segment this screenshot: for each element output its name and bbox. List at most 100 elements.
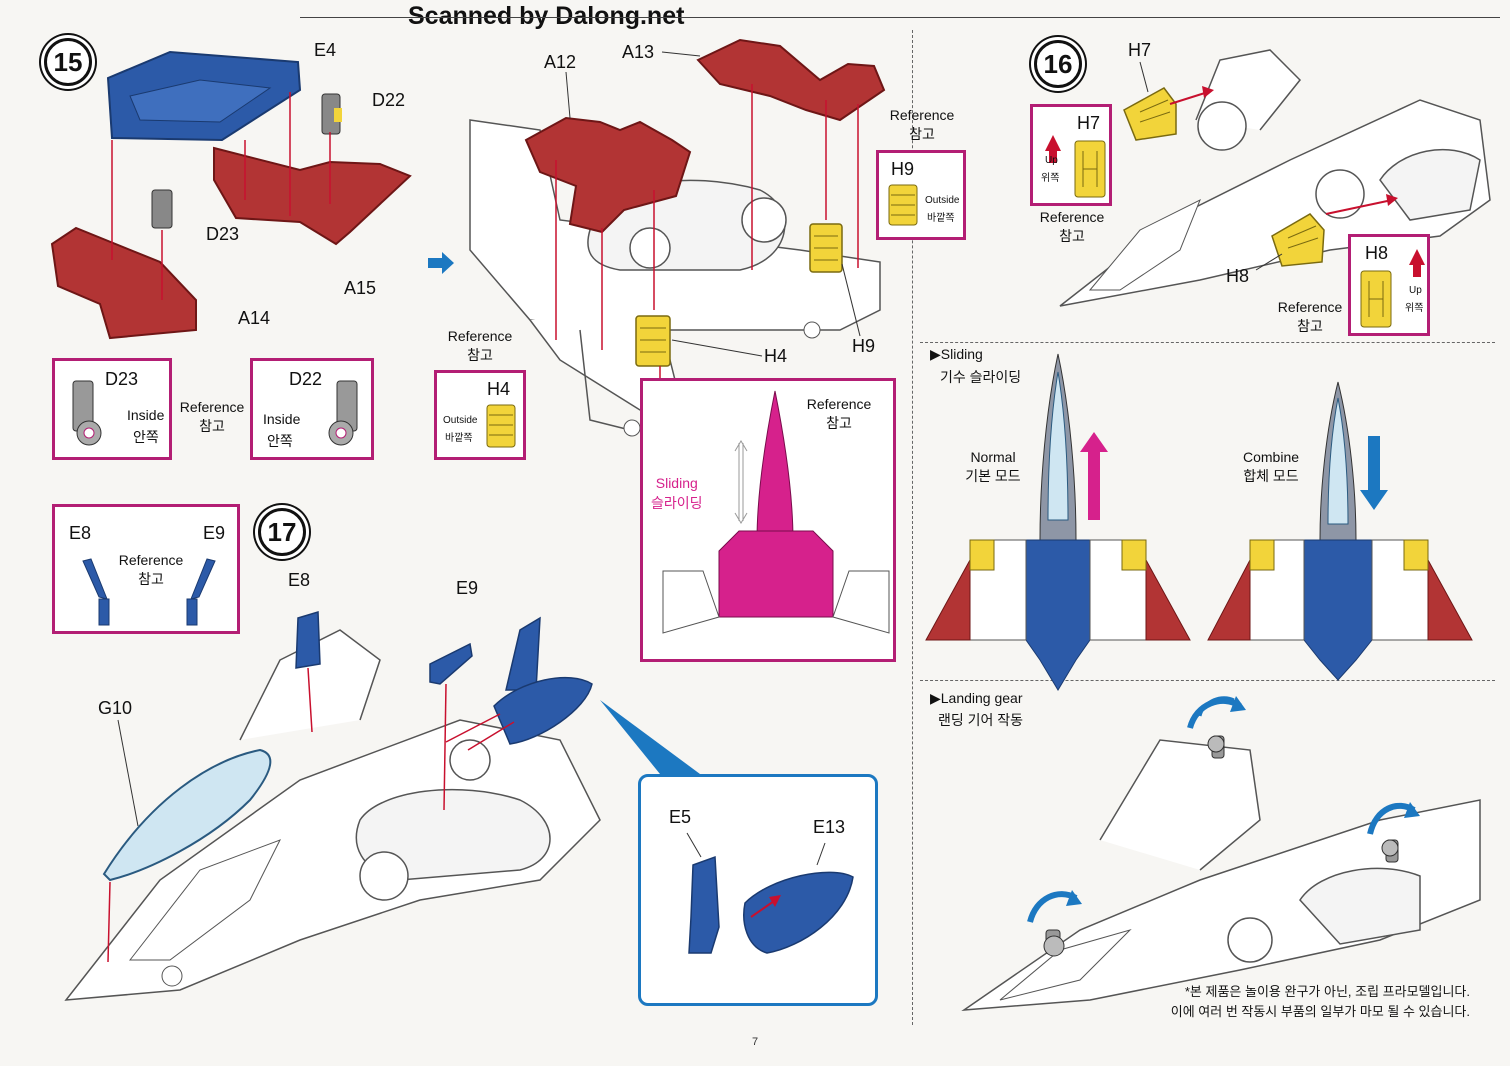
part-e8-shape <box>295 611 321 669</box>
note-line-2: 이에 여러 번 작동시 부품의 일부가 마모 될 수 있습니다. <box>1170 1004 1470 1019</box>
arrow-down-icon <box>1360 436 1388 510</box>
ref-h4-outside-en: Outside <box>443 415 478 426</box>
ref-h8-drawing <box>1360 249 1425 328</box>
ref-h7-up-ko: 위쪽 <box>1041 173 1060 184</box>
normal-ko: 기본 모드 <box>965 468 1021 484</box>
label-d23: D23 <box>206 224 240 244</box>
sliding-label: Sliding 슬라이딩 <box>651 473 703 513</box>
label-a15: A15 <box>344 278 377 298</box>
combine-ko: 합체 모드 <box>1243 468 1299 484</box>
ref-top-label: Reference 참고 <box>884 106 960 144</box>
part-g10-shape <box>102 748 272 882</box>
ref-sliding-ko: 참고 <box>826 415 852 431</box>
ref-e8-part: E8 <box>69 523 92 543</box>
sliding-en: Sliding <box>655 475 698 491</box>
part-a13-shape <box>696 38 886 122</box>
reference-box-sliding: Reference 참고 Sliding 슬라이딩 <box>640 378 896 662</box>
part-e9-shape <box>429 642 473 685</box>
label-h9: H9 <box>852 336 876 356</box>
ref-d23-inside-en: Inside <box>127 407 165 423</box>
ref-h4-outside-ko: 바깥쪽 <box>445 433 473 444</box>
part-a12-shape <box>524 116 692 234</box>
part-h7-shape <box>1123 87 1177 141</box>
reference-box-d23: D23 Inside 안쪽 <box>52 358 172 460</box>
ref-h7-part: H7 <box>1077 113 1101 133</box>
section-divider-16 <box>920 342 1495 343</box>
landing-title-ko: 랜딩 기어 작동 <box>938 712 1024 728</box>
ref-h8-label: Reference 참고 <box>1274 298 1346 336</box>
label-d22: D22 <box>372 90 406 110</box>
label-e4: E4 <box>314 40 337 60</box>
ref-h9-outside-en: Outside <box>925 195 960 206</box>
assembly-note: *본 제품은 놀이용 완구가 아닌, 조립 프라모델입니다. 이에 여러 번 작… <box>1120 982 1470 1022</box>
step-number-15: 15 <box>44 38 92 86</box>
label-e5: E5 <box>669 807 692 827</box>
page-number: 7 <box>752 1036 759 1048</box>
ref-d23-drawing <box>72 380 102 446</box>
sliding-mode-illustration <box>925 353 1473 691</box>
rotate-arrow-icon <box>1187 698 1242 729</box>
label-h8: H8 <box>1226 266 1250 286</box>
ref-d22-inside-ko: 안쪽 <box>267 433 293 449</box>
landing-gear-illustration <box>961 696 1481 1011</box>
ref-h8-part: H8 <box>1365 243 1389 263</box>
section-divider-landing <box>920 680 1495 681</box>
ref-h7-label: Reference 참고 <box>1036 208 1108 246</box>
sliding-nose-drawing <box>662 390 890 634</box>
step-number-16: 16 <box>1034 40 1082 88</box>
ref-d22-part: D22 <box>289 369 323 389</box>
top-rule <box>300 17 1500 18</box>
label-e13: E13 <box>813 817 846 837</box>
sliding-ko: 슬라이딩 <box>651 495 703 511</box>
part-h8-shape <box>1271 213 1325 267</box>
ref-e8-e9-label: Reference 참고 <box>113 551 189 589</box>
ref-sliding-label: Reference 참고 <box>803 395 875 433</box>
ref-h4-drawing <box>486 404 516 448</box>
up-arrow-icon <box>1045 135 1061 163</box>
ref-h8-up-en: Up <box>1409 285 1422 296</box>
ref-h7-en: Reference <box>1039 209 1105 225</box>
ref-e8-e9-en: Reference <box>118 552 184 568</box>
ref-h7-drawing <box>1045 135 1106 198</box>
combine-en: Combine <box>1242 449 1300 465</box>
combine-mode-label: Combine 합체 모드 <box>1236 448 1306 486</box>
label-e8: E8 <box>288 570 311 590</box>
step17-aircraft-illustration <box>64 611 700 1001</box>
ref-mid-label: Reference 참고 <box>178 398 246 436</box>
step-number-17: 17 <box>258 508 306 556</box>
ref-left-ko: 참고 <box>467 347 493 363</box>
part-a14-shape <box>50 226 197 340</box>
detail-e5-e13-drawing <box>686 832 854 954</box>
reference-box-e8-e9: E8 E9 Reference 참고 <box>52 504 240 634</box>
detail-box-e5-e13: E5 E13 <box>638 774 878 1006</box>
landing-title-en: ▶Landing gear <box>930 690 1023 706</box>
reference-box-h9: H9 Outside 바깥쪽 <box>876 150 966 240</box>
ref-top-en: Reference <box>889 107 955 123</box>
note-line-1: *본 제품은 놀이용 완구가 아닌, 조립 프라모델입니다. <box>1184 984 1470 999</box>
ref-h7-ko: 참고 <box>1059 228 1085 244</box>
sliding-title-ko: 기수 슬라이딩 <box>940 369 1022 385</box>
ref-d23-inside-ko: 안쪽 <box>133 429 159 445</box>
ref-h9-part: H9 <box>891 159 915 179</box>
label-h4: H4 <box>764 346 788 366</box>
ref-left-label: Reference 참고 <box>442 327 518 365</box>
up-arrow-icon <box>1409 249 1425 277</box>
part-d23-shape <box>151 189 173 229</box>
ref-e9-part: E9 <box>203 523 226 543</box>
label-e9: E9 <box>456 578 479 598</box>
ref-d23-part: D23 <box>105 369 139 389</box>
reference-box-h4: H4 Outside 바깥쪽 <box>434 370 526 460</box>
step15-parts-illustration <box>50 50 412 340</box>
normal-en: Normal <box>970 449 1016 465</box>
column-divider <box>912 30 913 1025</box>
label-a14: A14 <box>238 308 271 328</box>
ref-h8-en: Reference <box>1277 299 1343 315</box>
sliding-title-en: ▶Sliding <box>930 346 983 362</box>
ref-h7-up-en: Up <box>1045 155 1058 166</box>
normal-mode-label: Normal 기본 모드 <box>958 448 1028 486</box>
reference-box-d22: D22 Inside 안쪽 <box>250 358 374 460</box>
ref-e8-e9-ko: 참고 <box>138 571 164 587</box>
ref-h9-drawing <box>888 184 918 226</box>
ref-h8-ko: 참고 <box>1297 318 1323 334</box>
ref-mid-en: Reference <box>179 399 245 415</box>
